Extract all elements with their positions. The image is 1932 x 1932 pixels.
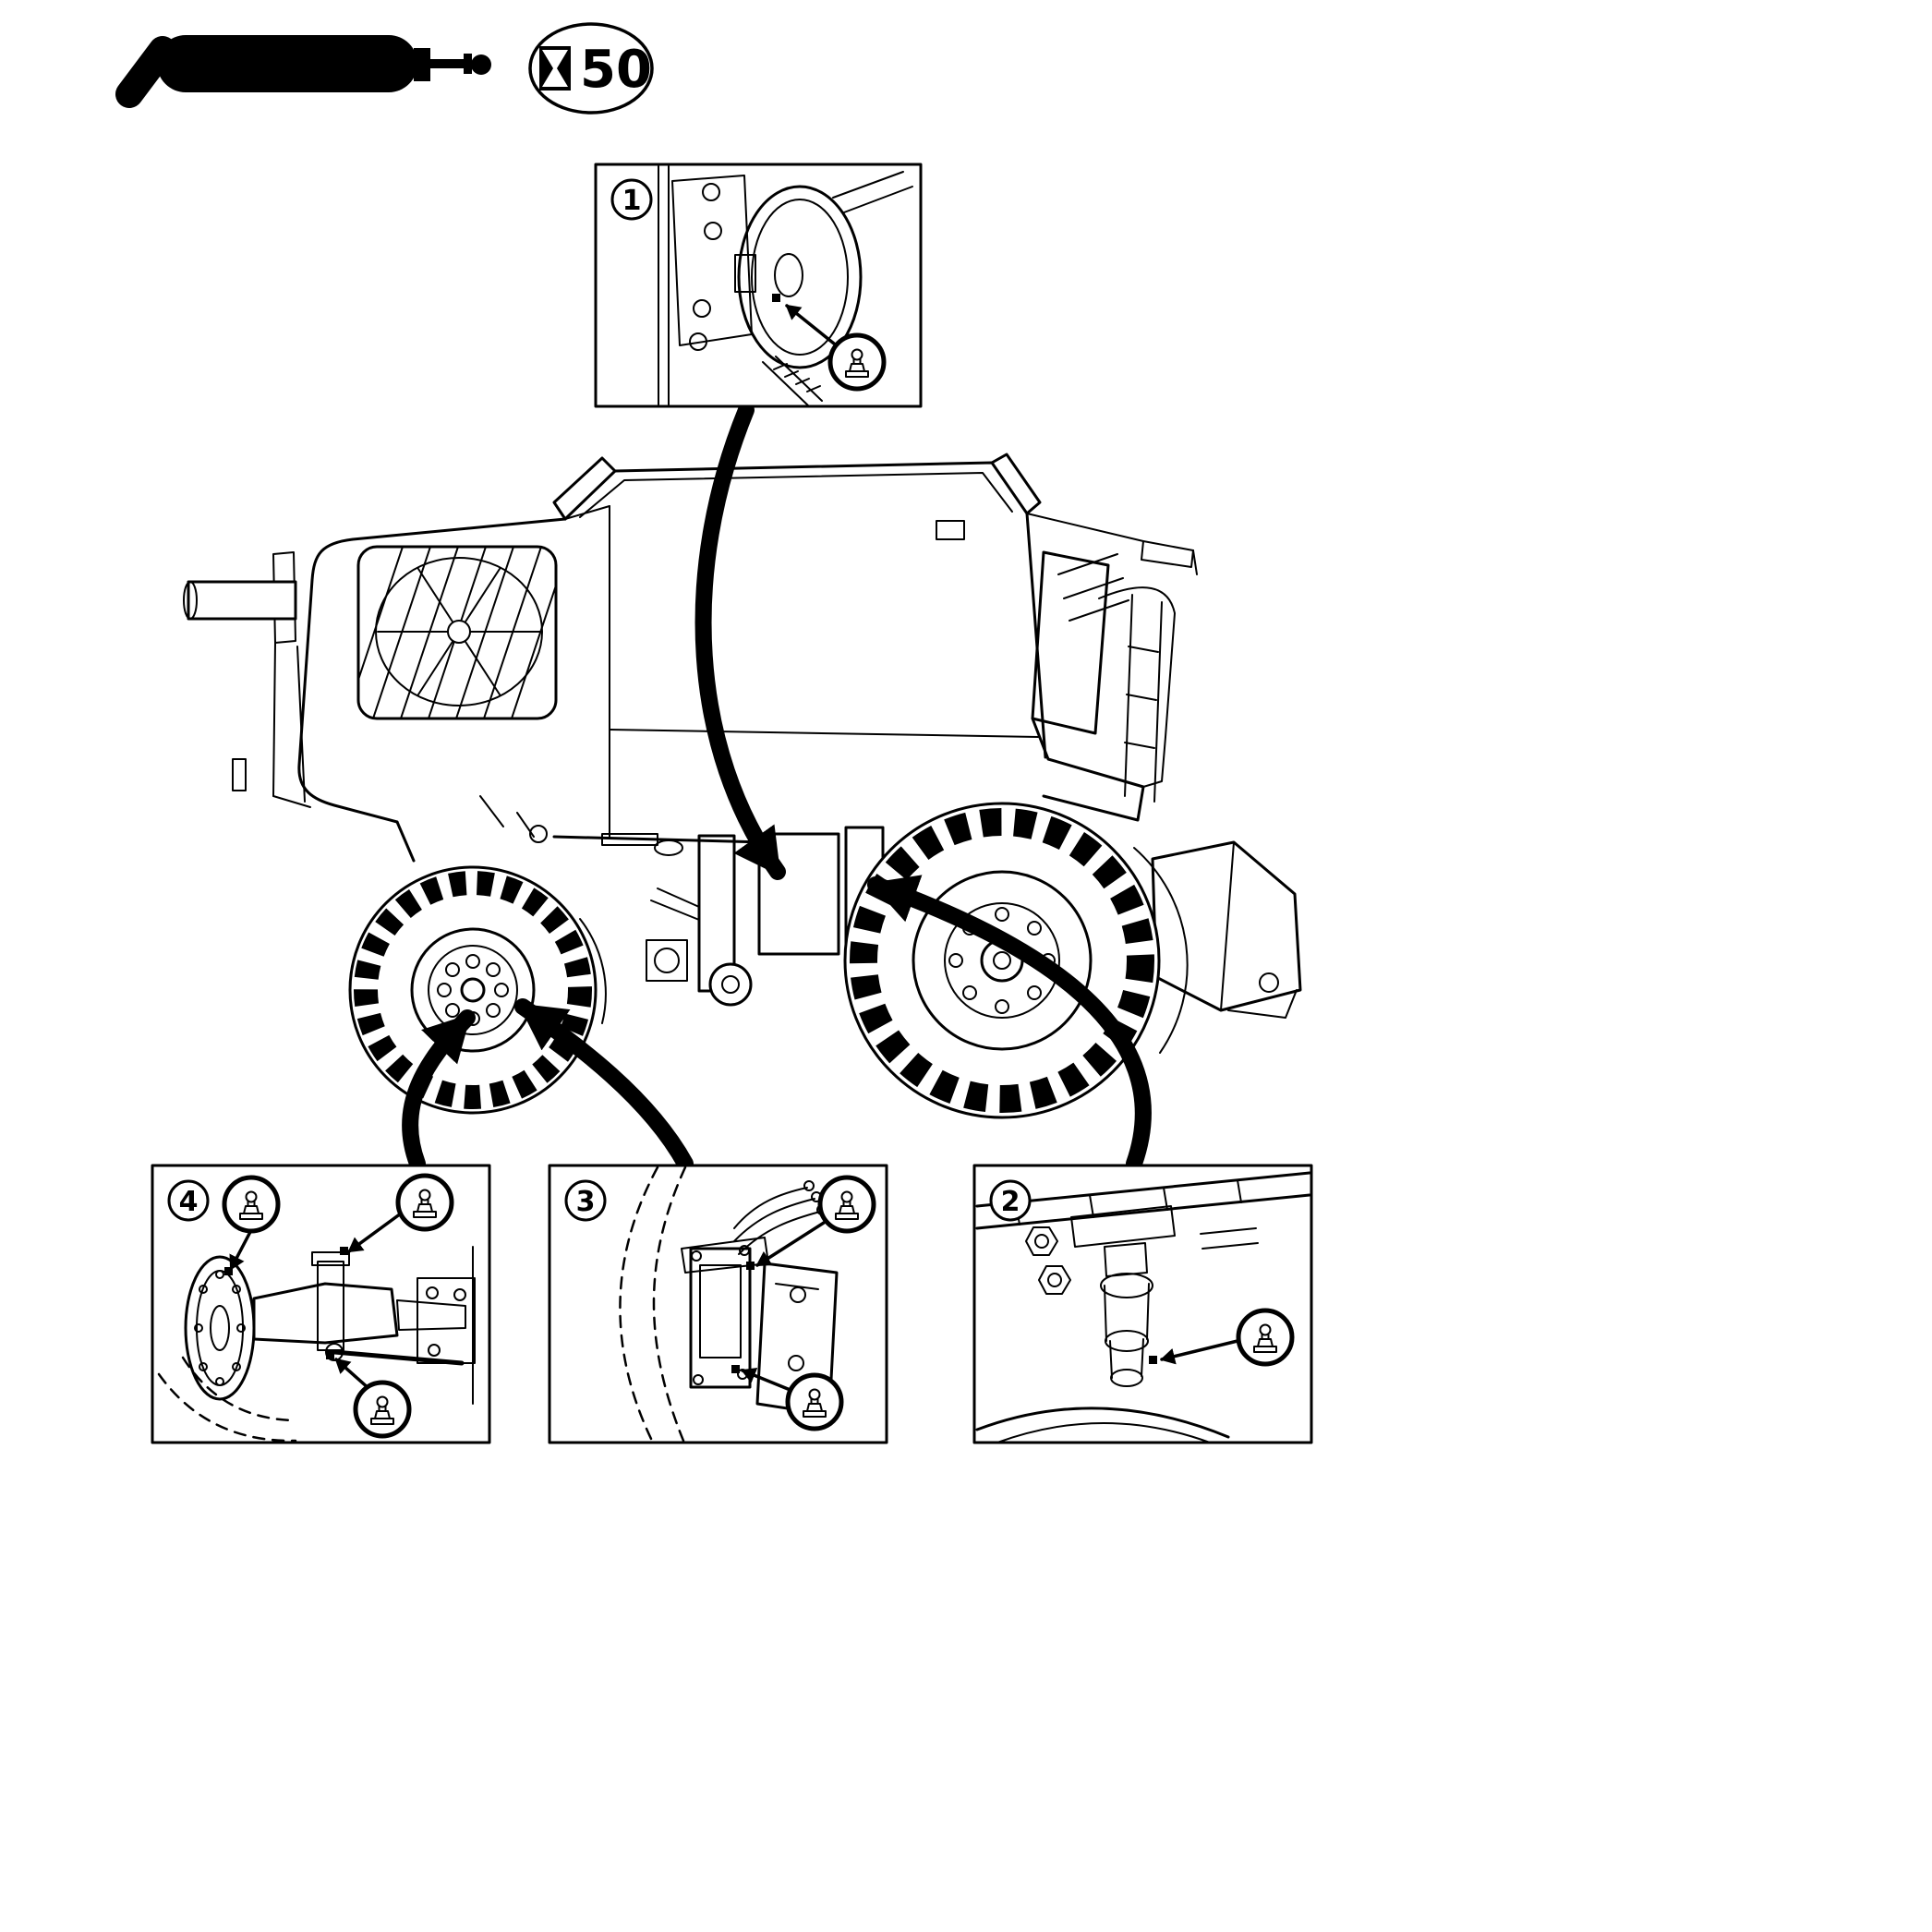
- combine-illustration: [183, 453, 1302, 1119]
- callout-3: 3: [548, 1164, 888, 1444]
- leader-arrow-1: [694, 402, 786, 880]
- leader-arrows: [402, 402, 1152, 1172]
- grease-fitting-icon: [830, 335, 884, 389]
- svg-text:2: 2: [1001, 1186, 1020, 1218]
- interval-hours: 50: [580, 40, 652, 100]
- grease-point-marker: [340, 1247, 348, 1255]
- pointer-arrow: [334, 1358, 371, 1391]
- callout-4: 4: [151, 1164, 491, 1444]
- grease-point-marker: [224, 1267, 233, 1275]
- service-legend: 50: [115, 22, 654, 115]
- callout-2-number: 2: [989, 1179, 1032, 1222]
- grease-point-marker: [746, 1262, 755, 1270]
- pointer-arrow: [741, 1367, 794, 1393]
- front-wheel: [843, 802, 1189, 1119]
- front-wheel-bolts: [948, 907, 1056, 1014]
- pointer-arrow: [347, 1212, 403, 1253]
- callout-4-number: 4: [167, 1179, 210, 1222]
- svg-text:4: 4: [179, 1186, 199, 1218]
- leader-arrow-3: [514, 998, 694, 1172]
- callout-2-art: [975, 1171, 1311, 1443]
- callout-4-art: [157, 1246, 476, 1443]
- pointer-arrow: [1160, 1339, 1239, 1365]
- pointer-arrow: [785, 304, 836, 345]
- callout-1-art: [658, 165, 913, 407]
- grease-point-marker: [772, 294, 780, 302]
- chassis-detail: [601, 833, 753, 1007]
- callout-2: 2: [972, 1164, 1313, 1444]
- grease-point-marker: [326, 1351, 334, 1359]
- grease-fitting-icon: [1238, 1310, 1292, 1364]
- svg-text:3: 3: [576, 1186, 596, 1218]
- grease-fitting-icon: [398, 1176, 452, 1229]
- cab-window: [1031, 550, 1110, 735]
- svg-text:1: 1: [622, 185, 642, 217]
- grease-fitting-icon: [788, 1375, 841, 1429]
- unloading-auger: [183, 551, 311, 808]
- grease-fitting-icon: [356, 1383, 409, 1436]
- body-shell: [297, 505, 1047, 863]
- rear-wheel: [348, 865, 607, 1115]
- leader-arrow-4: [402, 1009, 476, 1172]
- roof-rails: [1026, 513, 1198, 738]
- grease-gun-icon: [115, 35, 491, 108]
- callout-1-number: 1: [610, 178, 653, 221]
- engine-screen: [356, 545, 558, 720]
- grease-fitting-icon: [224, 1177, 278, 1231]
- hourglass-icon: [539, 46, 571, 91]
- interval-badge: 50: [528, 22, 654, 115]
- grease-point-marker: [1149, 1356, 1157, 1364]
- grease-point-marker: [731, 1365, 740, 1373]
- pointer-arrow: [229, 1228, 253, 1271]
- leader-arrow-2: [867, 875, 1152, 1172]
- callout-1: 1: [594, 163, 923, 408]
- grain-tank: [552, 453, 1042, 540]
- grease-fitting-icon: [820, 1177, 874, 1231]
- ladder: [1124, 594, 1163, 803]
- rear-wheel-bolts: [437, 954, 509, 1026]
- pointer-arrow: [755, 1221, 826, 1267]
- callout-3-number: 3: [564, 1179, 607, 1222]
